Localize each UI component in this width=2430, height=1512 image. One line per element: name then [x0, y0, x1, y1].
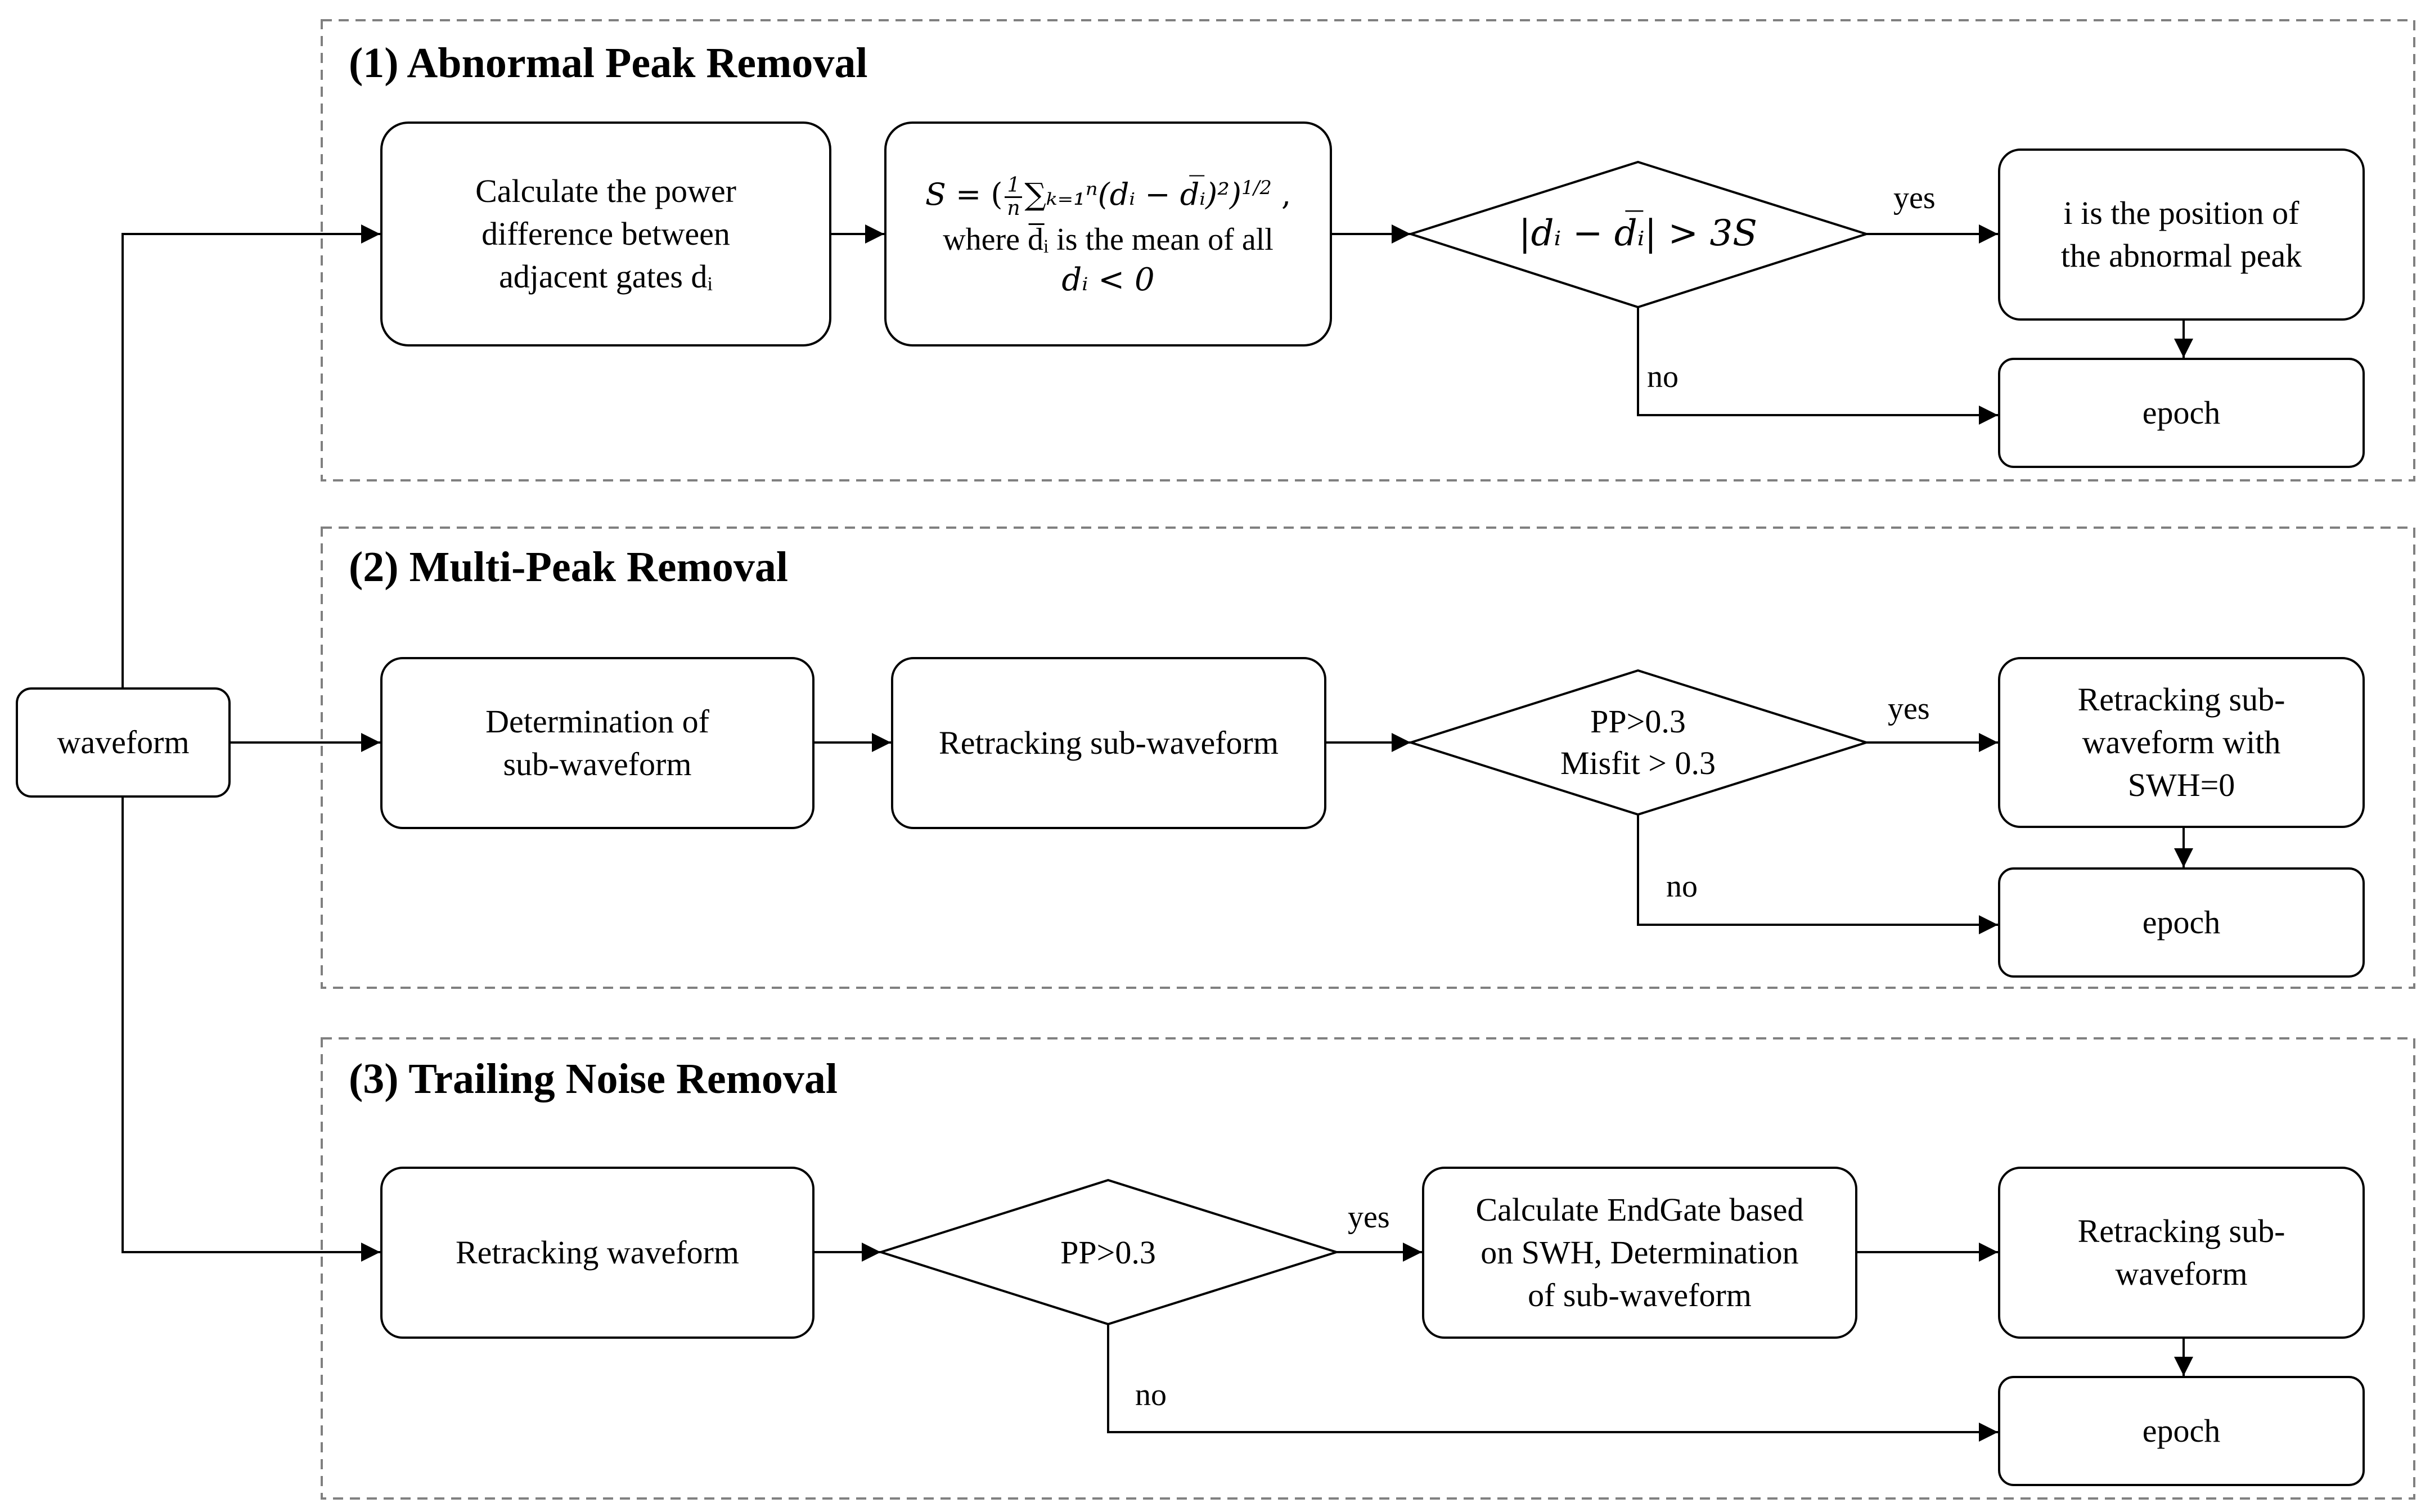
s3-step2-line: of sub-waveform	[1528, 1277, 1752, 1313]
s3-decision-diamond	[877, 1178, 1340, 1326]
formula-lhs: S =	[925, 177, 982, 213]
connector-waveform-to-s1	[122, 224, 380, 687]
s1-step1-line: adjacent gates dᵢ	[499, 258, 713, 295]
waveform-node: waveform	[16, 687, 231, 798]
s2-result-line: SWH=0	[2127, 767, 2235, 803]
s3-result-line: Retracking sub-	[2077, 1213, 2285, 1249]
s2-result-line: waveform with	[2082, 724, 2281, 760]
section-1-frame	[321, 19, 2415, 482]
section-2-title: (2) Multi-Peak Removal	[349, 543, 788, 591]
s3-step1-line: Retracking waveform	[455, 1234, 740, 1271]
s1-no-label: no	[1647, 359, 1678, 394]
connector-s2-no	[1637, 814, 1998, 934]
s1-decision-text: |dᵢ − d̅ᵢ| > 3S	[1519, 213, 1757, 254]
s2-result-line: Retracking sub-	[2077, 681, 2285, 718]
connector-s3-no	[1107, 1324, 1998, 1442]
s3-epoch-box: epoch	[1998, 1376, 2365, 1486]
s3-epoch-label: epoch	[2142, 1412, 2221, 1449]
s2-decision-text: PP>0.3 Misfit > 0.3	[1469, 701, 1807, 784]
s2-step1-box: Determination of sub-waveform	[380, 657, 814, 829]
formula-body: ∑ₖ₌₁ⁿ(dᵢ − d̅ᵢ)²)	[1024, 177, 1241, 213]
s1-step1-line: Calculate the power	[475, 173, 736, 209]
connector-waveform-to-s3	[122, 796, 380, 1262]
s3-no-label: no	[1135, 1378, 1167, 1412]
s3-step2-line: Calculate EndGate based	[1475, 1191, 1804, 1228]
s1-formula-where: where d̅ᵢ is the mean of all	[943, 222, 1274, 257]
s2-no-label: no	[1666, 869, 1698, 904]
connector-s1-no	[1637, 307, 1998, 425]
s2-step2-line: Retracking sub-waveform	[939, 724, 1279, 761]
s3-step1-box: Retracking waveform	[380, 1167, 814, 1339]
s2-decision-line: Misfit > 0.3	[1560, 745, 1716, 781]
section-1-title: (1) Abnormal Peak Removal	[349, 39, 868, 87]
s1-decision-diamond	[1407, 160, 1870, 309]
section-2-frame	[321, 526, 2415, 989]
s3-yes-label: yes	[1348, 1200, 1390, 1235]
formula-exponent: 1/2	[1241, 177, 1272, 199]
s1-formula-condition: dᵢ < 0	[1061, 261, 1155, 298]
section-3-frame	[321, 1037, 2415, 1500]
section-3-title: (3) Trailing Noise Removal	[349, 1055, 838, 1102]
s3-step2-line: on SWH, Determination	[1480, 1234, 1799, 1271]
s2-step1-line: Determination of	[485, 703, 709, 740]
s1-epoch-label: epoch	[2142, 394, 2221, 431]
s2-decision-diamond	[1407, 669, 1870, 816]
s1-epoch-box: epoch	[1998, 358, 2365, 468]
s2-yes-result-box: Retracking sub- waveform with SWH=0	[1998, 657, 2365, 828]
s1-step1-box: Calculate the power difference between a…	[380, 122, 831, 346]
s2-decision-line: PP>0.3	[1590, 703, 1686, 740]
s3-yes-result-box: Retracking sub- waveform	[1998, 1167, 2365, 1339]
s3-decision-text: PP>0.3	[939, 1232, 1277, 1274]
s1-yes-label: yes	[1893, 181, 1936, 215]
s3-decision-line: PP>0.3	[1060, 1234, 1156, 1271]
s1-yes-result-box: i is the position of the abnormal peak	[1998, 148, 2365, 321]
s2-epoch-label: epoch	[2142, 904, 2221, 940]
s3-result-line: waveform	[2115, 1256, 2248, 1292]
s2-step1-line: sub-waveform	[503, 746, 692, 782]
s1-result-line: the abnormal peak	[2060, 237, 2302, 274]
s2-step2-box: Retracking sub-waveform	[891, 657, 1326, 829]
s1-step1-line: difference between	[482, 215, 730, 252]
s2-yes-label: yes	[1888, 691, 1930, 726]
s2-epoch-box: epoch	[1998, 867, 2365, 978]
s3-step2-box: Calculate EndGate based on SWH, Determin…	[1422, 1167, 1857, 1339]
waveform-label: waveform	[57, 724, 190, 760]
s1-result-line: i is the position of	[2063, 195, 2300, 231]
